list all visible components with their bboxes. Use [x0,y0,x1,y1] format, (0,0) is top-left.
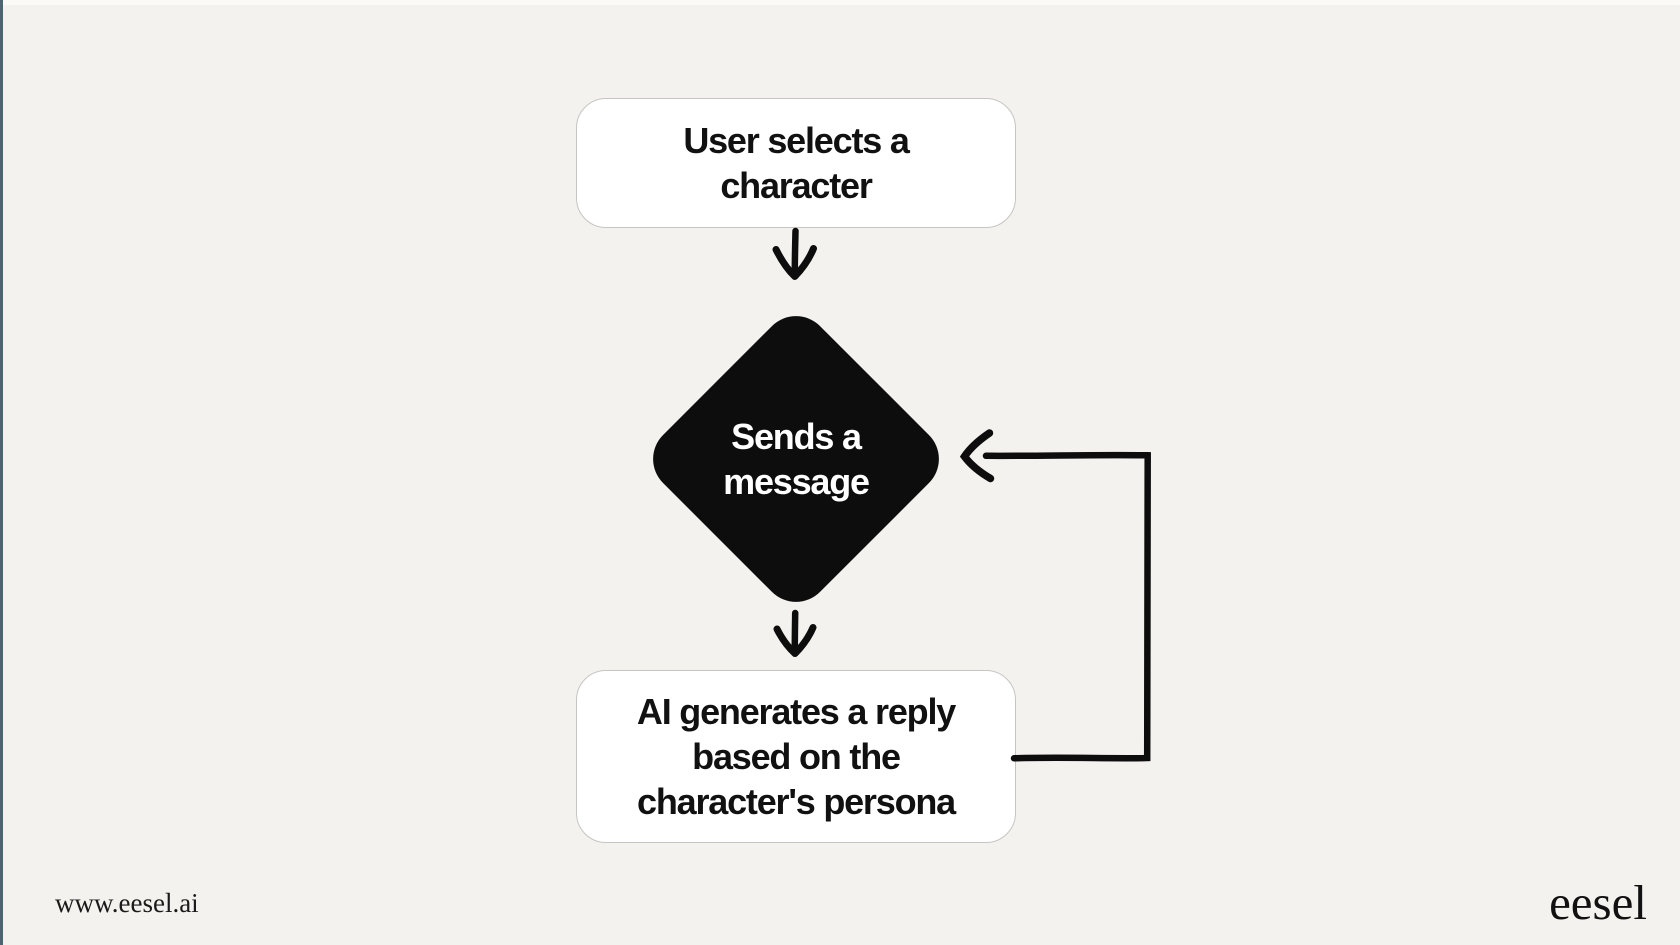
footer-website-url: www.eesel.ai [55,888,199,918]
node-label-line: User selects a [683,120,910,161]
arrow-select-to-message [772,227,817,280]
node-label-line: based on the [692,736,901,777]
top-edge-highlight [0,0,1680,5]
node-sends-a-message: Sends a message [639,302,953,616]
node-ai-generates-reply: AI generates a reply based on the charac… [576,670,1016,843]
node-label-line: Sends a [731,416,861,457]
diamond-label: Sends a message [685,348,907,570]
left-accent-bar [0,0,3,945]
node-label-line: character [720,165,873,206]
node-label-line: character's persona [637,781,956,822]
node-label-line: message [723,461,869,502]
eesel-logo-wordmark: eesel [1549,875,1647,930]
node-label-line: AI generates a reply [636,691,956,732]
node-user-selects-character: User selects a character [576,98,1016,228]
arrow-message-to-reply [773,609,817,657]
